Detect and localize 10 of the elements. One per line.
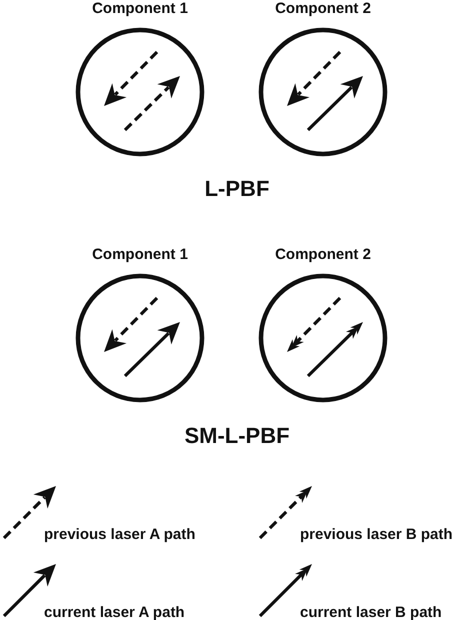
legend-text: current laser B path bbox=[300, 604, 442, 620]
component-heading: Component 1 bbox=[91, 246, 189, 263]
component-heading: Component 2 bbox=[274, 0, 372, 17]
legend-text: previous laser A path bbox=[44, 526, 196, 543]
legend-text: current laser A path bbox=[44, 604, 185, 620]
method-label: L-PBF bbox=[204, 176, 270, 202]
legend-text: previous laser B path bbox=[300, 526, 453, 543]
component-heading: Component 1 bbox=[91, 0, 189, 17]
component-heading: Component 2 bbox=[274, 246, 372, 263]
method-label: SM-L-PBF bbox=[184, 423, 290, 449]
